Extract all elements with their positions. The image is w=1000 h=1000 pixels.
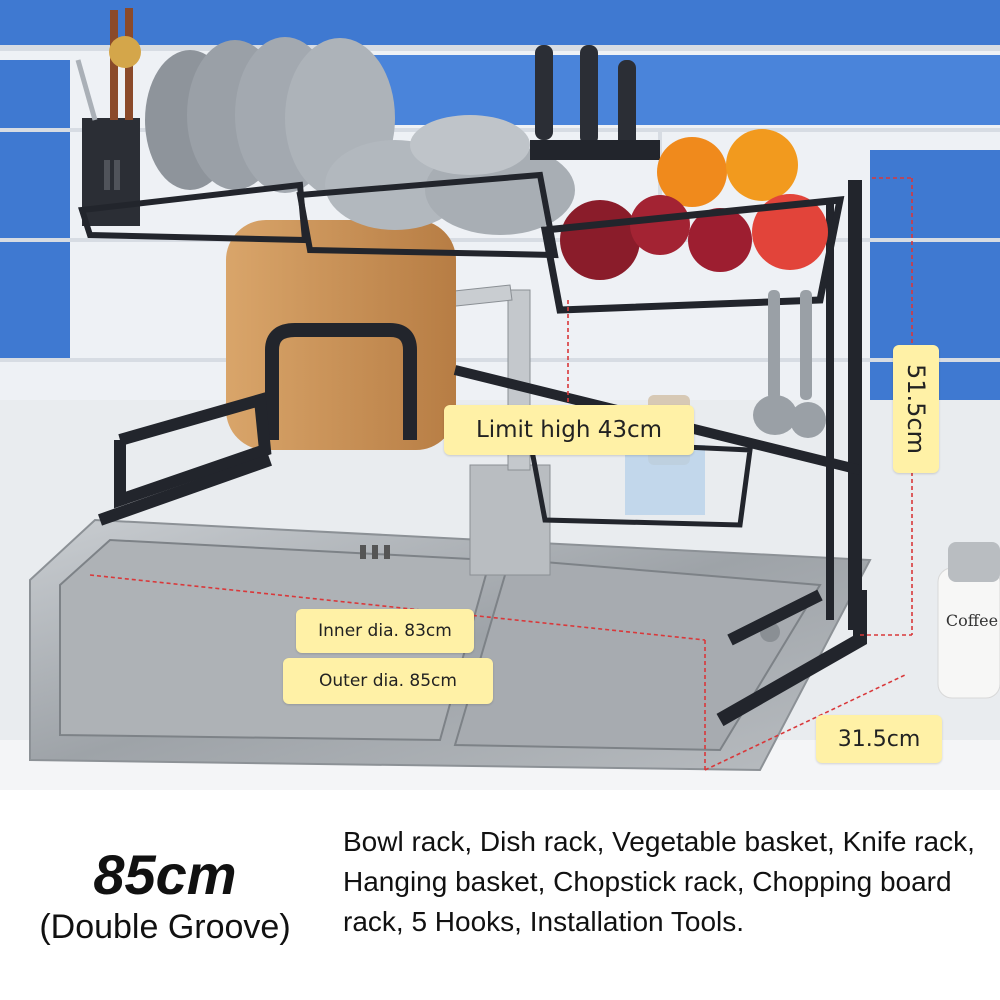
limit-high-label: Limit high 43cm: [444, 405, 694, 455]
hanging-utensils: [753, 290, 826, 438]
knives: [530, 45, 660, 160]
fruit-basket: [540, 129, 845, 314]
product-photo: Coffee Limit high 43cm Inner dia. 83cm O…: [0, 0, 1000, 790]
rack-frame: [98, 180, 867, 727]
width-label: 31.5cm: [816, 715, 942, 763]
coffee-jar: Coffee: [937, 542, 1000, 699]
size-title: 85cm: [93, 843, 237, 906]
height-label: 51.5cm: [893, 345, 939, 473]
chopping-board: [226, 220, 456, 450]
size-subtitle: (Double Groove): [39, 908, 291, 946]
package-contents: Bowl rack, Dish rack, Vegetable basket, …: [343, 826, 975, 937]
height-label-text: 51.5cm: [902, 363, 931, 455]
caption-area: [0, 790, 1000, 1000]
inner-diameter-label: Inner dia. 83cm: [296, 609, 474, 653]
dish-rack: [78, 37, 395, 244]
dish-rack-scene: Coffee: [0, 0, 1000, 790]
outer-diameter-label: Outer dia. 85cm: [283, 658, 493, 704]
bowl-rack: [296, 115, 575, 259]
jar-label: Coffee: [946, 611, 998, 630]
